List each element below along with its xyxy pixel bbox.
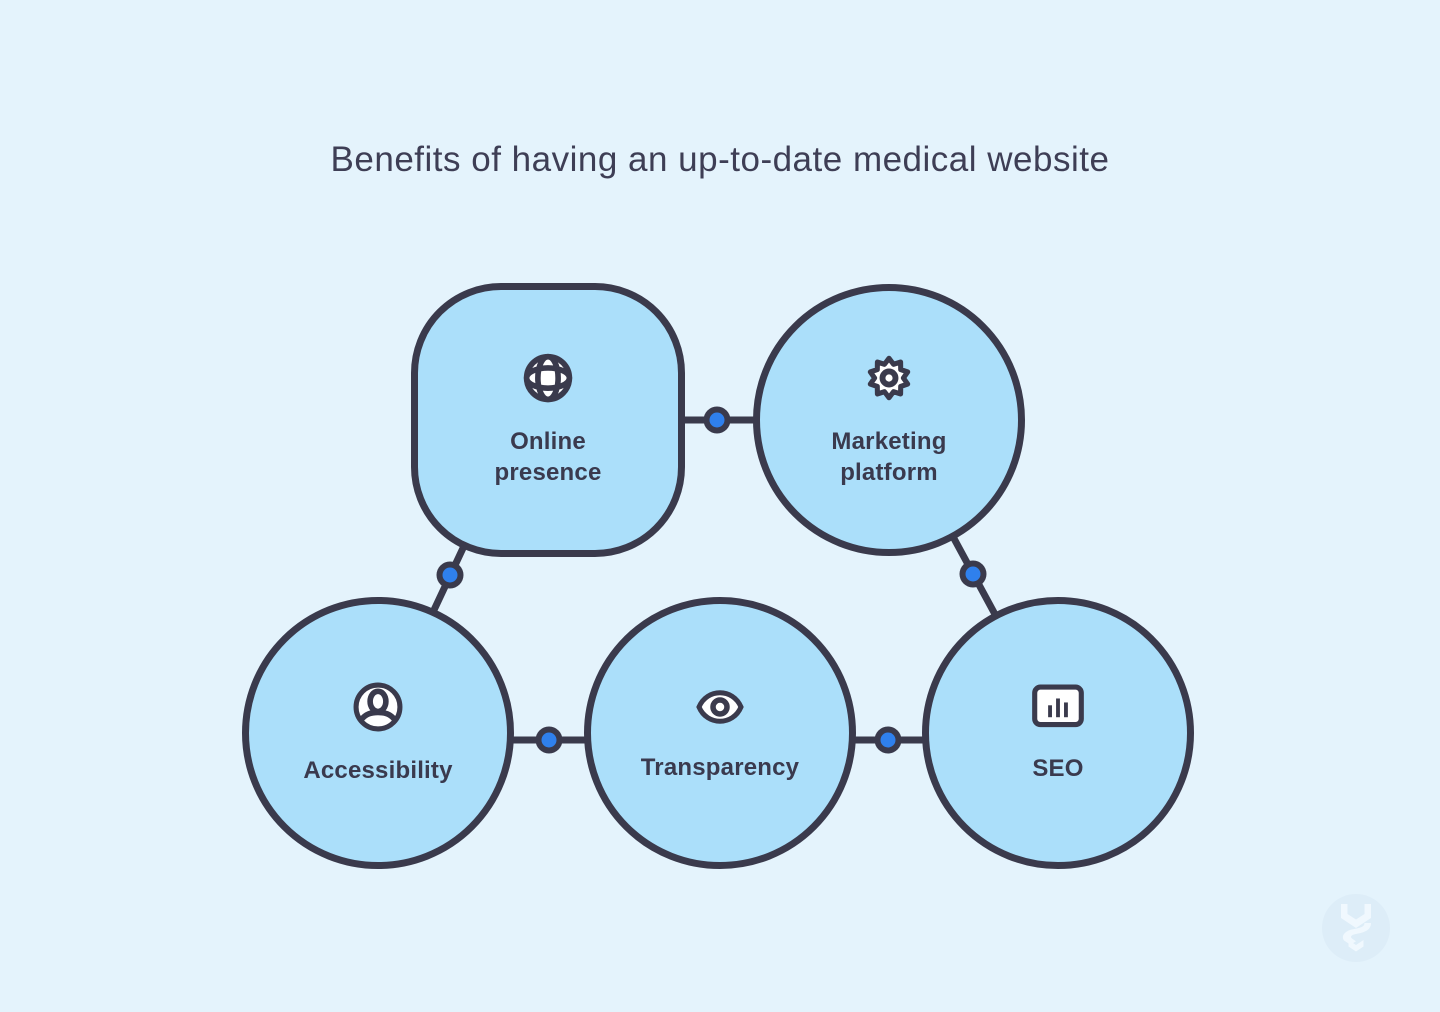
node-label: Transparency [640,753,800,781]
connector-marketing-seo [947,531,1001,620]
ms-monogram-icon [1341,904,1371,952]
connector-accessibility-transparency [508,726,592,754]
node-label: Accessibility [303,756,453,784]
node-seo: SEO [922,597,1194,869]
node-online-presence: Online presence [411,283,685,557]
connector-online-accessibility [430,544,468,612]
node-label: Marketing platform [831,428,947,486]
connector-online-marketing [680,406,758,434]
connector-transparency-seo [850,726,928,754]
user-icon [351,680,405,734]
gear-icon [862,351,916,405]
node-marketing-platform: Marketing platform [753,284,1025,556]
diagram-title: Benefits of having an up-to-date medical… [330,140,1110,179]
node-accessibility: Accessibility [242,597,514,869]
node-label: SEO [1032,754,1084,782]
node-transparency: Transparency [584,597,856,869]
bar-chart-icon [1030,682,1086,732]
node-label: Online presence [494,428,602,486]
brand-watermark [1322,894,1390,962]
eye-icon [692,683,748,731]
globe-icon [521,351,575,405]
